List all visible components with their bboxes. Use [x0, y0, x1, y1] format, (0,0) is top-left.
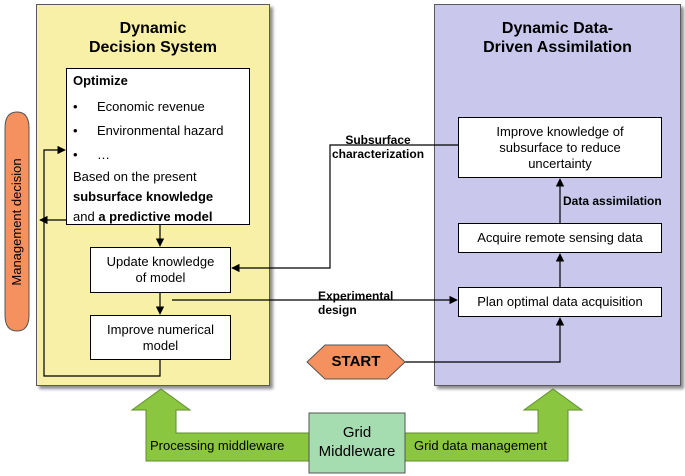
grid-middleware-label: Grid Middleware — [318, 424, 396, 460]
update-model-box: Update knowledge of model — [90, 247, 231, 293]
grid-data-management-label: Grid data management — [414, 438, 547, 453]
optimize-basis-text: Based on the present subsurface knowledg… — [73, 169, 214, 224]
dynamic-decision-system-title: Dynamic Decision System — [88, 20, 218, 56]
processing-middleware-label: Processing middleware — [150, 438, 285, 453]
improve-subsurface-knowledge-box: Improve knowledge of subsurface to reduc… — [458, 117, 662, 178]
improve-numerical-model-box: Improve numerical model — [90, 315, 231, 360]
grid-middleware-box — [308, 412, 406, 474]
data-assimilation-label: Data assimilation — [563, 194, 662, 208]
management-decision-label: Management decision — [9, 158, 24, 286]
dynamic-data-driven-assimilation-title: Dynamic Data- Driven Assimilation — [483, 20, 632, 56]
start-label: START — [331, 353, 381, 370]
arrow-loop-to-optimize — [43, 145, 161, 377]
experimental-design-label: Experimental design — [318, 289, 394, 317]
plan-data-acquisition-box: Plan optimal data acquisition — [458, 287, 662, 317]
arrow-start-to-plan — [405, 317, 565, 363]
arrow-subsurface-characterization — [231, 144, 458, 273]
optimize-box: Optimize •Economic revenue •Environmenta… — [66, 68, 250, 225]
management-decision-shape — [4, 111, 30, 332]
start-shape — [306, 344, 406, 380]
subsurface-characterization-label: Subsurface characterization — [332, 133, 425, 161]
acquire-remote-sensing-box: Acquire remote sensing data — [458, 223, 662, 253]
optimize-heading: Optimize — [73, 73, 128, 88]
green-middleware-arrow — [130, 388, 584, 462]
